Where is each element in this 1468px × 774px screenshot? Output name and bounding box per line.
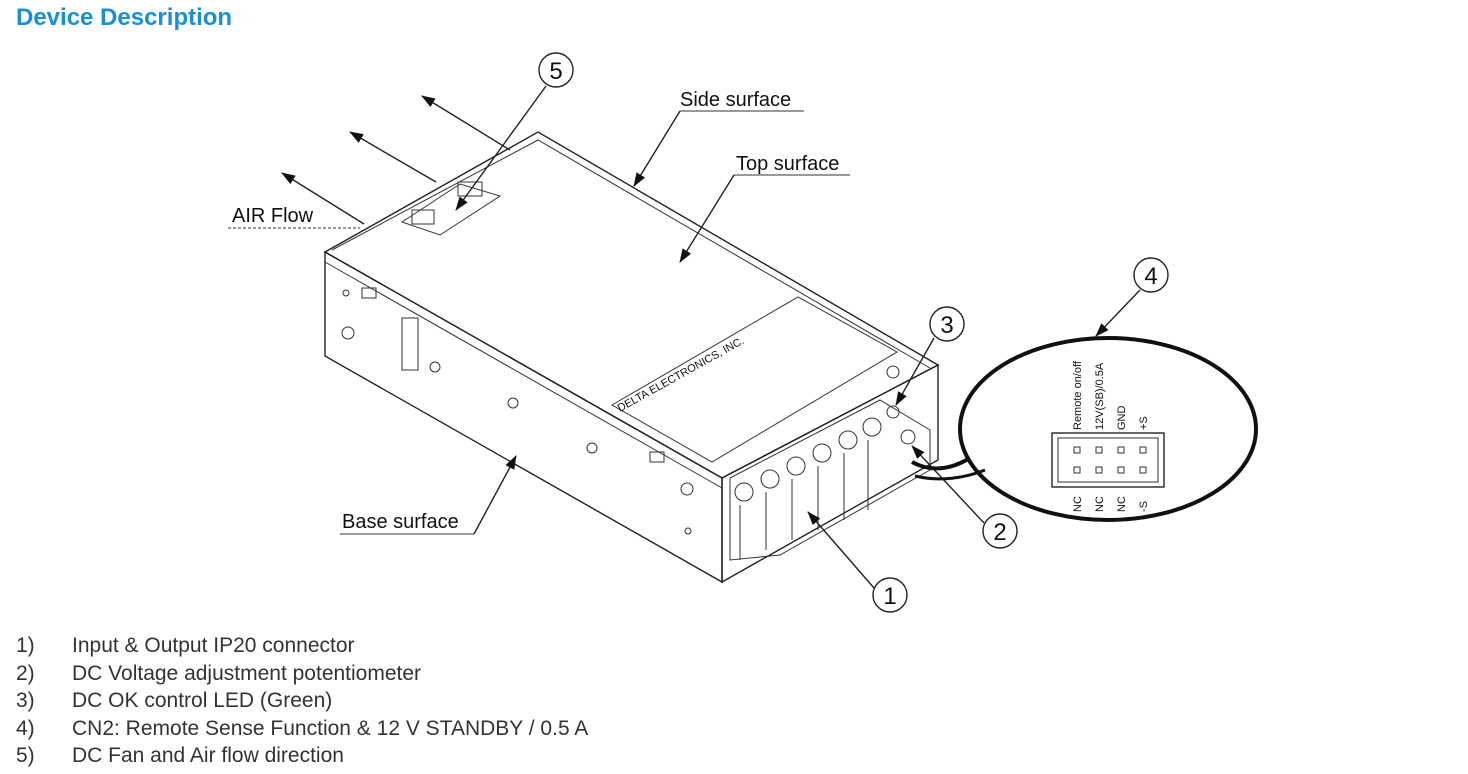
pin-nc-3: NC <box>1116 496 1128 512</box>
brand-text: DELTA ELECTRONICS, INC. <box>616 335 747 415</box>
callout-1: 1 <box>807 511 908 613</box>
page-title: Device Description <box>16 4 233 31</box>
terminal-block <box>729 365 931 561</box>
list-item: 3)DC OK control LED (Green) <box>16 689 333 712</box>
pin-remote-on-off: Remote on/off <box>1072 360 1084 430</box>
pin-nc-1: NC <box>1072 496 1084 512</box>
top-surface-label: Top surface <box>736 153 839 175</box>
pin-minus-s: -S <box>1138 501 1150 512</box>
side-surface-label: Side surface <box>680 89 791 111</box>
device-drawing: DELTA ELECTRONICS, INC. AIR Flow Side su… <box>0 40 1468 620</box>
list-item: 4)CN2: Remote Sense Function & 12 V STAN… <box>16 716 589 740</box>
callout-2: 2 <box>911 445 1018 549</box>
pin-nc-2: NC <box>1094 496 1106 512</box>
air-flow-label: AIR Flow <box>232 205 314 227</box>
callout-3: 3 <box>895 306 965 406</box>
list-item: 2)DC Voltage adjustment potentiometer <box>16 661 422 685</box>
pin-gnd: GND <box>1116 406 1128 431</box>
svg-text:2: 2 <box>993 519 1006 546</box>
callout-5: 5 <box>455 52 574 211</box>
base-surface-label: Base surface <box>342 511 459 533</box>
svg-text:3: 3 <box>940 312 953 339</box>
device-drawing-svg: DELTA ELECTRONICS, INC. AIR Flow Side su… <box>228 52 1258 613</box>
svg-text:4: 4 <box>1144 263 1157 290</box>
connector-zoom: Remote on/off 12V(SB)/0.5A GND +S NC NC … <box>911 336 1258 522</box>
pin-12v-sb: 12V(SB)/0.5A <box>1094 362 1106 430</box>
list-item: 5)DC Fan and Air flow direction <box>16 744 344 767</box>
list-item: 1)Input & Output IP20 connector <box>16 634 355 657</box>
callout-4: 4 <box>1095 257 1169 337</box>
svg-text:5: 5 <box>549 58 562 85</box>
pin-plus-s: +S <box>1138 416 1150 430</box>
description-list: 1)Input & Output IP20 connector 2)DC Vol… <box>16 632 588 770</box>
svg-text:1: 1 <box>883 583 896 610</box>
air-flow-arrows <box>281 95 511 225</box>
